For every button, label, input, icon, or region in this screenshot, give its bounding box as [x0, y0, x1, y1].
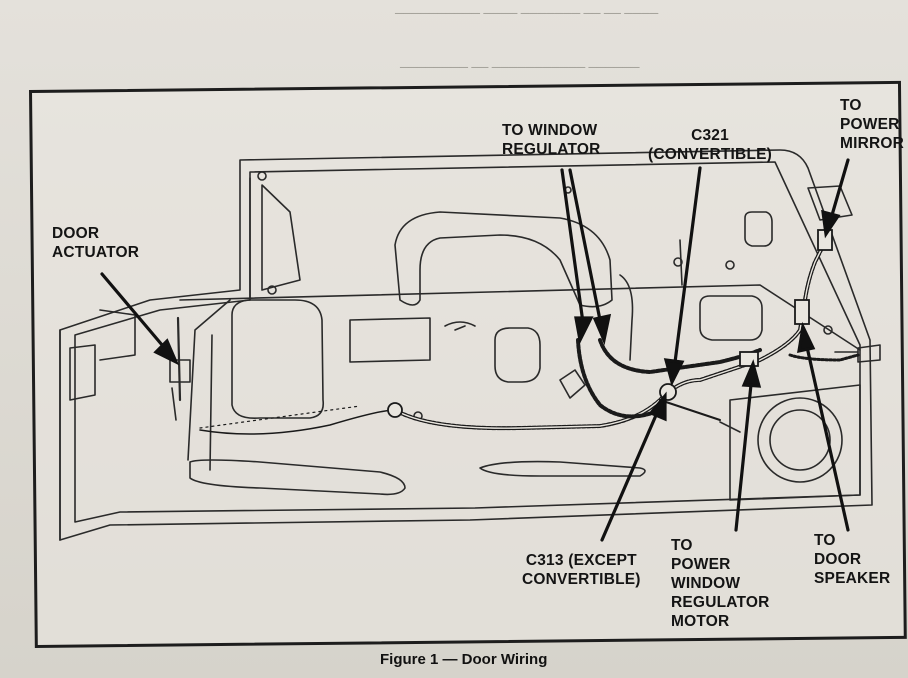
cutout-square	[494, 327, 541, 383]
label-to-window-regulator: TO WINDOW REGULATOR	[502, 122, 601, 158]
lower-trim	[189, 459, 406, 496]
label-c313: C313 (EXCEPT CONVERTIBLE)	[522, 552, 641, 588]
label-door-actuator: DOOR ACTUATOR	[52, 225, 140, 261]
door-actuator	[169, 359, 191, 383]
label-to-power-mirror: TO POWER MIRROR	[840, 97, 905, 152]
label-to-door-speaker: TO DOOR SPEAKER	[814, 532, 891, 587]
panel-cutout	[231, 299, 325, 420]
arrow-power-mirror	[828, 158, 850, 224]
background-text: ────────── ──── ─────── ── ── ────	[395, 6, 659, 20]
label-to-power-window-regulator-motor: TO POWER WINDOW REGULATOR MOTOR	[671, 537, 770, 630]
background-text: ──────── ── ─────────── ──────	[400, 60, 640, 74]
label-c321: C321 (CONVERTIBLE)	[648, 127, 773, 163]
figure-caption: Figure 1 — Door Wiring	[380, 651, 548, 668]
grommet	[387, 402, 403, 418]
arrow-speaker	[803, 336, 850, 532]
arrow-window-regulator-1	[560, 168, 586, 332]
connector-speaker	[794, 299, 810, 325]
arrow-c321	[672, 166, 702, 372]
speaker-outline	[757, 397, 843, 483]
arrow-door-actuator	[100, 272, 170, 354]
arrow-window-regulator-2	[568, 168, 604, 332]
arrow-c313	[600, 404, 662, 542]
window-regulator	[394, 211, 613, 308]
connector-motor	[739, 351, 759, 367]
door-outline	[59, 149, 873, 541]
arrow-motor	[734, 373, 754, 532]
